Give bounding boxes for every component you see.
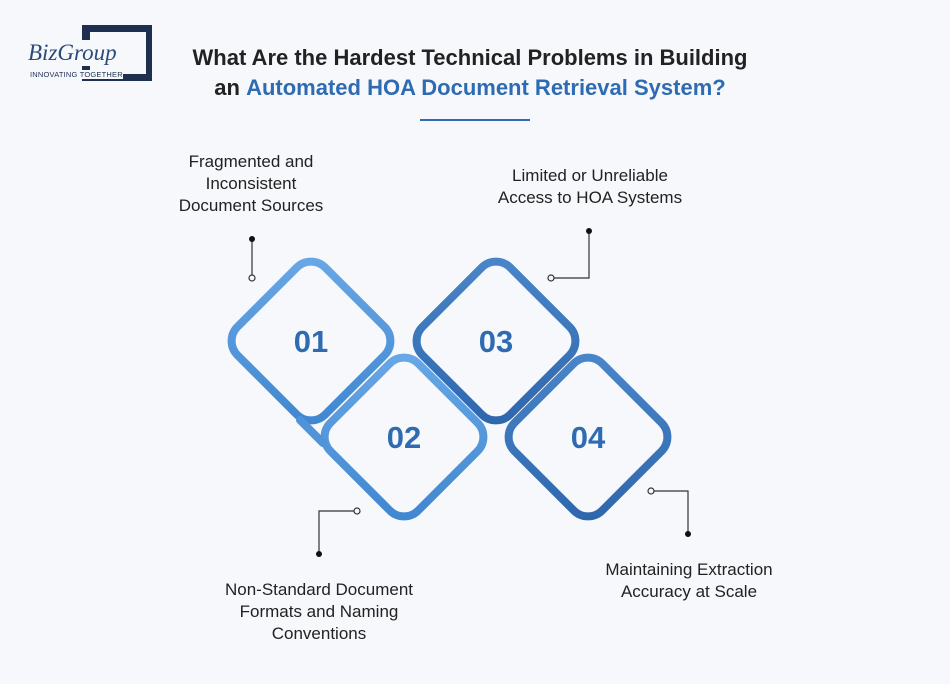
connector-ring-02 — [353, 507, 361, 515]
number-01: 01 — [294, 324, 328, 359]
number-04: 04 — [571, 420, 606, 455]
label-02: Non-Standard Document Formats and Naming… — [224, 580, 414, 643]
connector-dot-04 — [685, 531, 691, 537]
connector-02 — [318, 510, 355, 553]
title-line-1: What Are the Hardest Technical Problems … — [192, 45, 748, 70]
label-01: Fragmented and Inconsistent Document Sou… — [178, 152, 324, 215]
connector-ring-04 — [647, 487, 655, 495]
title-line-2: an Automated HOA Document Retrieval Syst… — [160, 73, 780, 103]
bizgroup-logo: BizGroup INNOVATING TOGETHER — [18, 24, 158, 84]
logo-tagline: INNOVATING TOGETHER — [30, 70, 123, 79]
connector-ring-03 — [547, 274, 555, 282]
diamond-01 — [227, 257, 395, 425]
connector-dot-01 — [249, 236, 255, 242]
diamond-02 — [320, 353, 488, 521]
title-underline — [420, 119, 530, 121]
connector-03 — [553, 232, 590, 279]
number-02: 02 — [387, 420, 421, 455]
label-03: Limited or Unreliable Access to HOA Syst… — [497, 166, 683, 207]
logo-brand: BizGroup — [28, 40, 119, 66]
connector-dot-02 — [316, 551, 322, 557]
title-highlight: Automated HOA Document Retrieval System? — [246, 75, 726, 100]
page-title: What Are the Hardest Technical Problems … — [160, 43, 780, 103]
diamond-04 — [504, 353, 672, 521]
number-03: 03 — [479, 324, 513, 359]
connector-dot-03 — [586, 228, 592, 234]
title-prefix: an — [214, 75, 247, 100]
diamond-03 — [412, 257, 580, 425]
connector-04 — [653, 490, 689, 533]
label-04: Maintaining Extraction Accuracy at Scale — [605, 560, 773, 601]
connector-ring-01 — [248, 274, 256, 282]
